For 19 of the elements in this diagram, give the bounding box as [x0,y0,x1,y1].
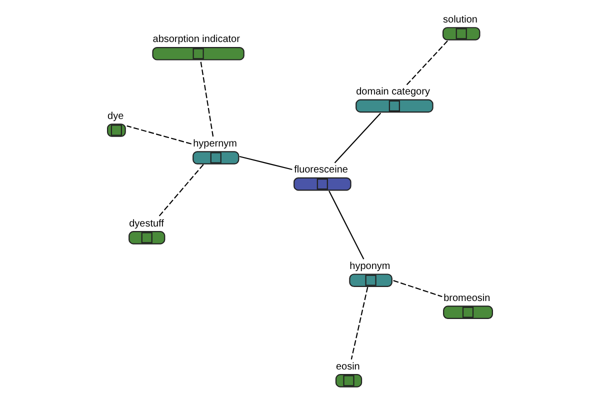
connector [239,156,292,170]
connector [328,190,364,260]
node-label: bromeosin [444,292,490,304]
connector [334,112,382,164]
node-label: domain category [356,86,430,98]
connector [200,60,214,137]
connector [350,286,368,360]
node-label: solution [443,14,478,26]
node-label: absorption indicator [152,34,240,46]
node-label: eosin [336,361,360,372]
connector [406,40,448,86]
node-label: hyponym [350,260,390,272]
node-label: fluoresceine [294,164,348,176]
connector [126,125,192,144]
connector [158,164,204,217]
node-label: dye [108,110,124,122]
connector [393,280,442,298]
node-label: dyestuff [129,218,164,230]
node-label: hypernym [193,138,237,150]
